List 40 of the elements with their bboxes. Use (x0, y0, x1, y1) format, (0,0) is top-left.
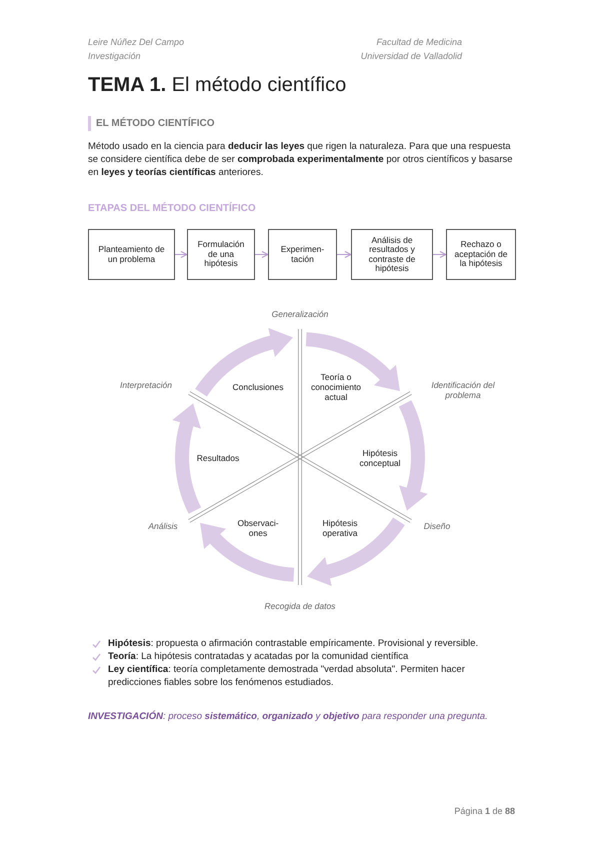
cycle-arrow (172, 403, 202, 514)
section-heading: ETAPAS DEL MÉTODO CIENTÍFICO (88, 203, 256, 214)
sector-label: Hipótesis operativa (312, 518, 368, 538)
arrow (432, 251, 446, 258)
arrow (254, 251, 268, 258)
phase-label: Identificación del problema (418, 380, 508, 400)
sector-label: Hipótesis conceptual (350, 448, 410, 468)
stage-box: Planteamiento de un problema (88, 229, 175, 280)
phase-label: Generalización (255, 309, 345, 319)
university-name: Universidad de Valladolid (360, 51, 462, 61)
definition-text: INVESTIGACIÓN: proceso sistemático, organizado y objetivo para responder una pregunta. (88, 711, 489, 722)
page-title: TEMA 1. El método científico (88, 74, 346, 97)
stage-box: Rechazo o aceptación de la hipótesis (446, 229, 516, 280)
stage-box: Experimen-tación (268, 229, 337, 280)
page-number: Página 1 de 88 (454, 806, 515, 816)
definition-text: Teoría: La hipótesis contratadas y acatadas por la comunidad científica (108, 650, 410, 663)
sector-label: Conclusiones (223, 382, 293, 392)
cycle-arrow (307, 517, 405, 586)
arrow (336, 251, 352, 258)
phase-label: Diseño (417, 521, 457, 531)
sector-label: Resultados (188, 453, 248, 463)
cycle-arrow (199, 524, 295, 582)
definition-text: Ley científica: teoría completamente demostrada "verdad absoluta". Permiten hacer predicciones fiables sobre los fenómenos estudiados. (108, 663, 466, 689)
cycle-arrow (195, 328, 293, 397)
section-heading: EL MÉTODO CIENTÍFICO (96, 118, 215, 129)
arrow (174, 251, 188, 258)
stage-box: Análisis de resultados y contraste de hipótesis (351, 229, 433, 280)
cycle-arrow (305, 332, 401, 390)
sector-label: Observaci-ones (233, 518, 283, 538)
definition-text: Hipótesis: propuesta o afirmación contrastable empíricamente. Provisional y reversible. (108, 637, 480, 650)
subject-name: Investigación (88, 51, 141, 61)
intro-paragraph: Método usado en la ciencia para deducir las leyes que rigen la naturaleza. Para que una respuesta se considere científica debe de ser comprobada experimentalmente por otros científicos y basarse en leyes y teorías científicas anteriores. (88, 140, 514, 179)
author-name: Leire Núñez Del Campo (88, 37, 184, 47)
phase-label: Recogida de datos (250, 601, 350, 611)
sector-label: Teoría o conocimiento actual (306, 372, 366, 402)
phase-label: Análisis (138, 521, 188, 531)
cycle-arrow (398, 400, 428, 511)
stage-box: Formulación de una hipótesis (187, 229, 255, 280)
faculty-name: Facultad de Medicina (376, 37, 462, 47)
phase-label: Interpretación (106, 380, 186, 390)
